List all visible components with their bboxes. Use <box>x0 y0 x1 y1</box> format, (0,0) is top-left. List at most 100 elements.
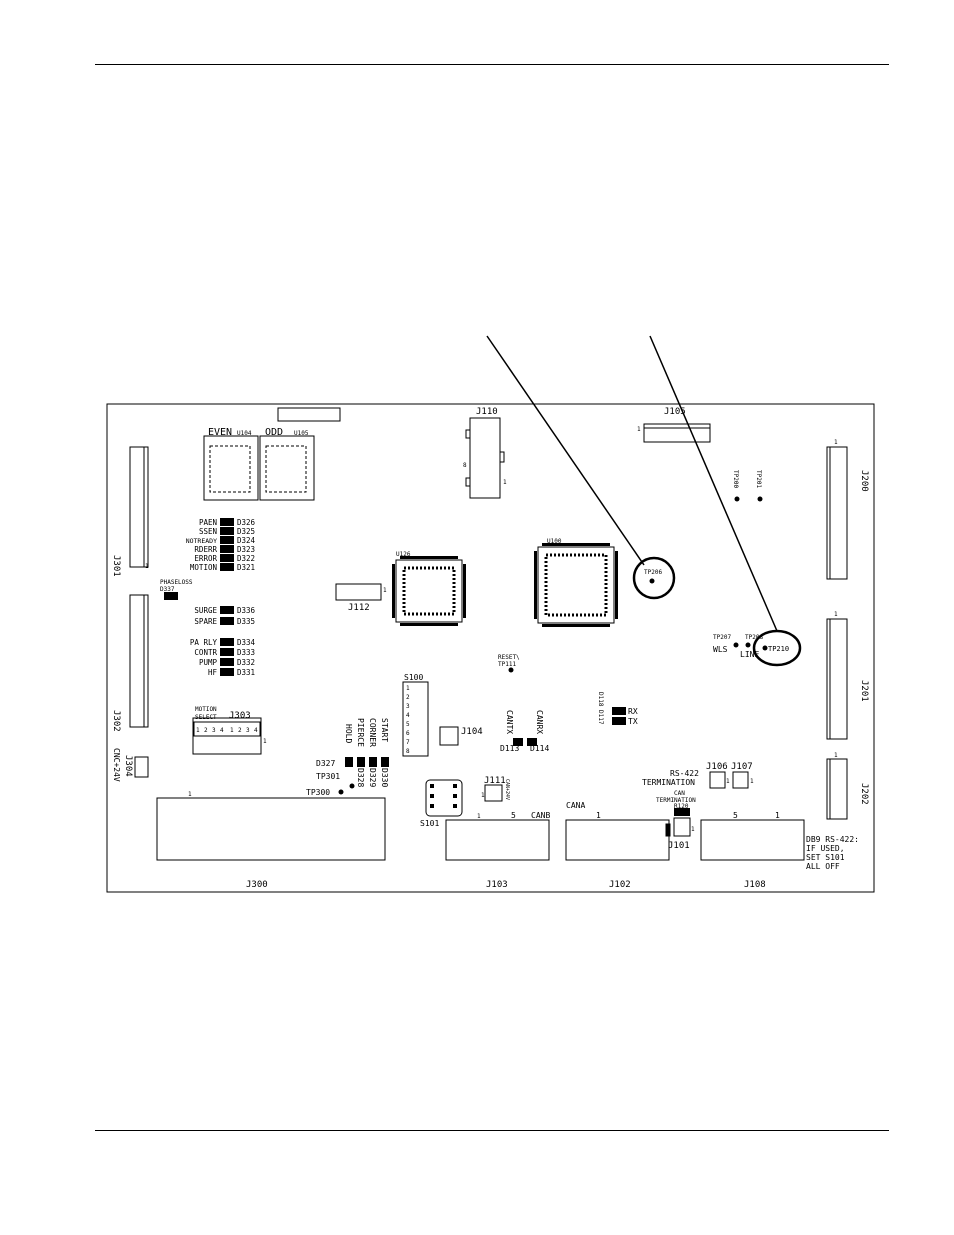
pin-number: 1 <box>383 587 387 594</box>
j108-label: J108 <box>744 880 766 890</box>
s100-position: 8 <box>406 748 410 755</box>
j303-pin: 4 <box>220 727 224 734</box>
led-label-corner: CORNER <box>368 718 377 747</box>
tp300-point <box>338 789 344 795</box>
j303-pin-one: 1 <box>263 738 267 745</box>
led-ref-d333: D333 <box>237 648 255 657</box>
j104-label: J104 <box>461 727 483 737</box>
j201-label: J201 <box>859 680 869 702</box>
tp201-point <box>757 496 763 502</box>
u105-label: U105 <box>294 430 309 437</box>
j104-connector <box>439 726 459 746</box>
s100-position: 3 <box>406 703 410 710</box>
j303-connector <box>192 717 262 755</box>
j112-connector <box>335 583 382 601</box>
led-ref-d331: D331 <box>237 668 255 677</box>
u126-chip <box>395 559 463 623</box>
note-line: IF USED, <box>806 844 845 853</box>
tp210-label: TP210 <box>768 645 789 653</box>
s100-dip-switch <box>402 681 429 757</box>
tp200-label: TP200 <box>732 470 739 488</box>
j302-connector <box>129 594 149 728</box>
tp301-label: TP301 <box>316 772 340 781</box>
u104-label: U104 <box>237 430 252 437</box>
j107-label: J107 <box>731 762 753 772</box>
phaseloss-label: PHASELOSS <box>160 579 193 586</box>
can-termination-label: TERMINATION <box>656 797 696 804</box>
cantx-label: CANTX <box>505 710 514 734</box>
s100-position: 1 <box>406 685 410 692</box>
pin-number: 1 <box>481 792 485 799</box>
cana-label: CANA <box>566 801 585 810</box>
j103-label: J103 <box>486 880 508 890</box>
j302-label: J302 <box>111 710 121 732</box>
motion-select-line1: MOTION <box>195 706 217 713</box>
led-label-pump: PUMP <box>199 658 218 667</box>
s101-label: S101 <box>420 819 439 828</box>
tp300-label: TP300 <box>306 788 330 797</box>
wls-label: WLS <box>713 645 728 654</box>
led-label-ssen: SSEN <box>199 527 217 536</box>
footer-rule <box>95 1130 889 1131</box>
led-label-pa-rly: PA RLY <box>190 638 218 647</box>
led-ref-d321: D321 <box>237 563 255 572</box>
u100-label: U100 <box>547 538 562 545</box>
callout-line-tp210 <box>649 335 778 632</box>
j200-connector <box>826 446 848 580</box>
pin-number: 1 <box>637 426 641 433</box>
j201-connector <box>826 618 848 740</box>
j106-connector <box>709 771 726 789</box>
even-label: EVEN <box>208 427 232 438</box>
u126-label: U126 <box>396 551 411 558</box>
pin-number: 1 <box>834 439 838 446</box>
led-label-hold: HOLD <box>344 724 353 743</box>
j303-pin: 3 <box>246 727 250 734</box>
note-line: SET S101 <box>806 853 845 862</box>
line-label: LINE <box>740 650 759 659</box>
led-label-rderr: RDERR <box>194 545 217 554</box>
pin-number: 5 <box>511 811 516 820</box>
tp206-label: TP206 <box>644 569 662 576</box>
led-label-surge: SURGE <box>194 606 217 615</box>
pin-number: 1 <box>596 811 601 820</box>
j303-pin: 1 <box>230 727 234 734</box>
led-label-pierce: PIERCE <box>356 718 365 747</box>
canrx-label: CANRX <box>535 710 544 734</box>
led-ref-d323: D323 <box>237 545 255 554</box>
tp207-label: TP207 <box>713 634 731 641</box>
u105-socket <box>259 435 315 501</box>
led-ref-d322: D322 <box>237 554 255 563</box>
phaseloss-ref: D337 <box>160 586 175 593</box>
j102-label: J102 <box>609 880 631 890</box>
pin-number: 1 <box>503 479 507 486</box>
j301-label: J301 <box>111 555 121 577</box>
s100-label: S100 <box>404 673 423 682</box>
rs422-label: RS-422 <box>670 769 699 778</box>
tp111-label: TP111 <box>498 661 516 668</box>
tp201-label: TP201 <box>755 470 762 488</box>
led-ref-d334: D334 <box>237 638 256 647</box>
board-outline <box>106 403 875 893</box>
j304-connector <box>134 756 149 778</box>
s100-position: 4 <box>406 712 410 719</box>
led-ref-d330: D330 <box>380 768 389 787</box>
tp210-point <box>762 645 768 651</box>
pin-number: 1 <box>691 826 695 833</box>
led-ref-d336: D336 <box>237 606 256 615</box>
led-ref-d329: D329 <box>368 768 377 787</box>
rx-label: RX <box>628 707 638 716</box>
tp208-label: TP208 <box>745 634 763 641</box>
pin-number: 1 <box>145 563 149 570</box>
j303-pin: 2 <box>204 727 208 734</box>
tp206-callout-circle <box>632 556 676 600</box>
d118-d117-label: D118 D117 <box>597 692 604 725</box>
header-rule <box>95 64 889 65</box>
pin-number: 1 <box>750 778 754 785</box>
tp208-point <box>745 642 751 648</box>
canb-label: CANB <box>531 811 550 820</box>
r120-label: R120 <box>674 803 689 810</box>
pin-number: 1 <box>726 778 730 785</box>
j105-label: J105 <box>664 407 686 417</box>
j107-connector <box>732 771 749 789</box>
